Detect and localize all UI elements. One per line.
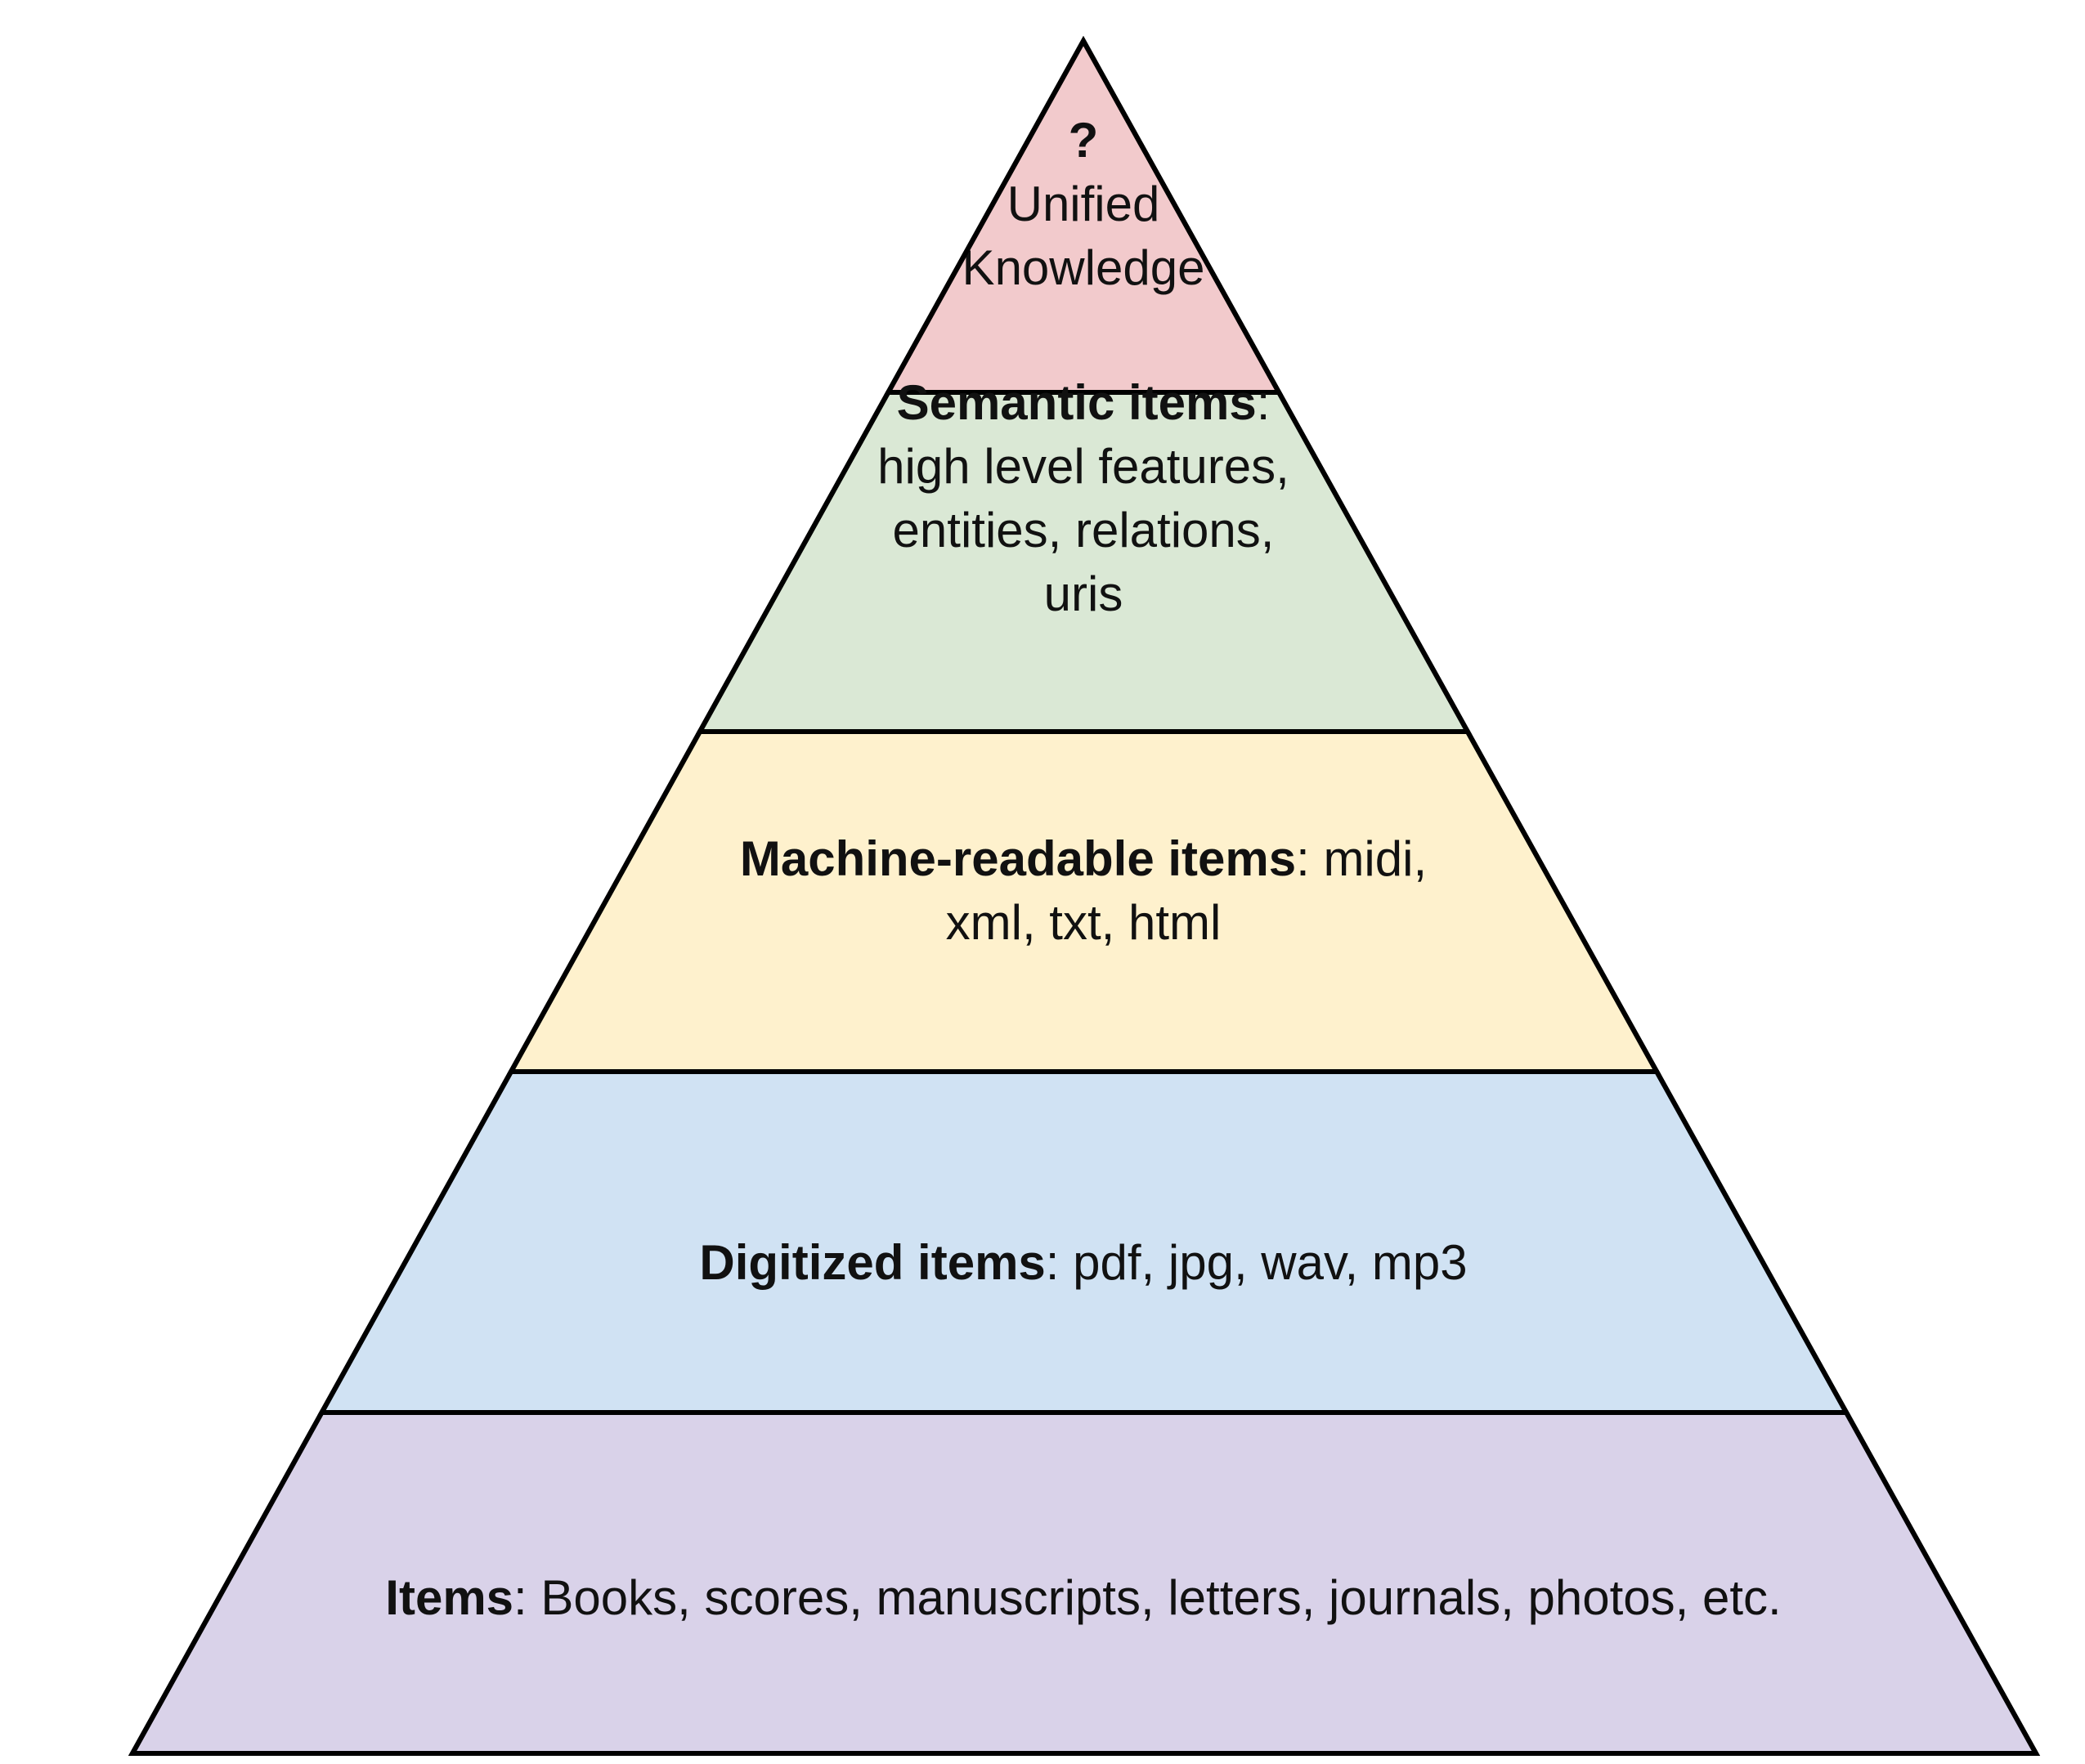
tier-semantic-items-description: high level features, xyxy=(877,439,1289,494)
tier-unified-knowledge-description: Knowledge xyxy=(962,240,1205,295)
tier-semantic-items-description: uris xyxy=(1044,566,1123,621)
tier-semantic-items-description: : xyxy=(1257,375,1271,430)
tier-digitized-items-title: Digitized items xyxy=(699,1235,1045,1290)
tier-unified-knowledge-label-line: Unified xyxy=(1007,177,1160,231)
tier-machine-readable-items-title: Machine-readable items xyxy=(740,831,1296,886)
tier-semantic-items-label-line: uris xyxy=(1044,566,1123,621)
pyramid-outline xyxy=(128,35,2041,1756)
tier-items-label-line: Items: Books, scores, manuscripts, lette… xyxy=(385,1570,1781,1625)
tier-machine-readable-items-description: xml, txt, html xyxy=(946,895,1222,950)
tier-digitized-items-description: : pdf, jpg, wav, mp3 xyxy=(1046,1235,1468,1290)
tier-semantic-items-label-line: entities, relations, xyxy=(893,503,1275,557)
tier-machine-readable-items-label-line: xml, txt, html xyxy=(946,895,1222,950)
tier-digitized-items-label-line: Digitized items: pdf, jpg, wav, mp3 xyxy=(699,1235,1467,1290)
tier-items-title: Items xyxy=(385,1570,513,1625)
tier-semantic-items-title: Semantic items xyxy=(897,375,1257,430)
tier-items-description: : Books, scores, manuscripts, letters, j… xyxy=(513,1570,1782,1625)
tier-unified-knowledge-label-line: Knowledge xyxy=(962,240,1205,295)
tier-unified-knowledge-description: Unified xyxy=(1007,177,1160,231)
tier-semantic-items-label-line: high level features, xyxy=(877,439,1289,494)
tier-unified-knowledge-label-line: ? xyxy=(1069,113,1099,168)
tier-machine-readable-items-label-line: Machine-readable items: midi, xyxy=(740,831,1427,886)
tier-semantic-items-description: entities, relations, xyxy=(893,503,1275,557)
tier-machine-readable-items-description: : midi, xyxy=(1296,831,1427,886)
tier-unified-knowledge-title: ? xyxy=(1069,113,1099,168)
tier-semantic-items-label-line: Semantic items: xyxy=(897,375,1271,430)
